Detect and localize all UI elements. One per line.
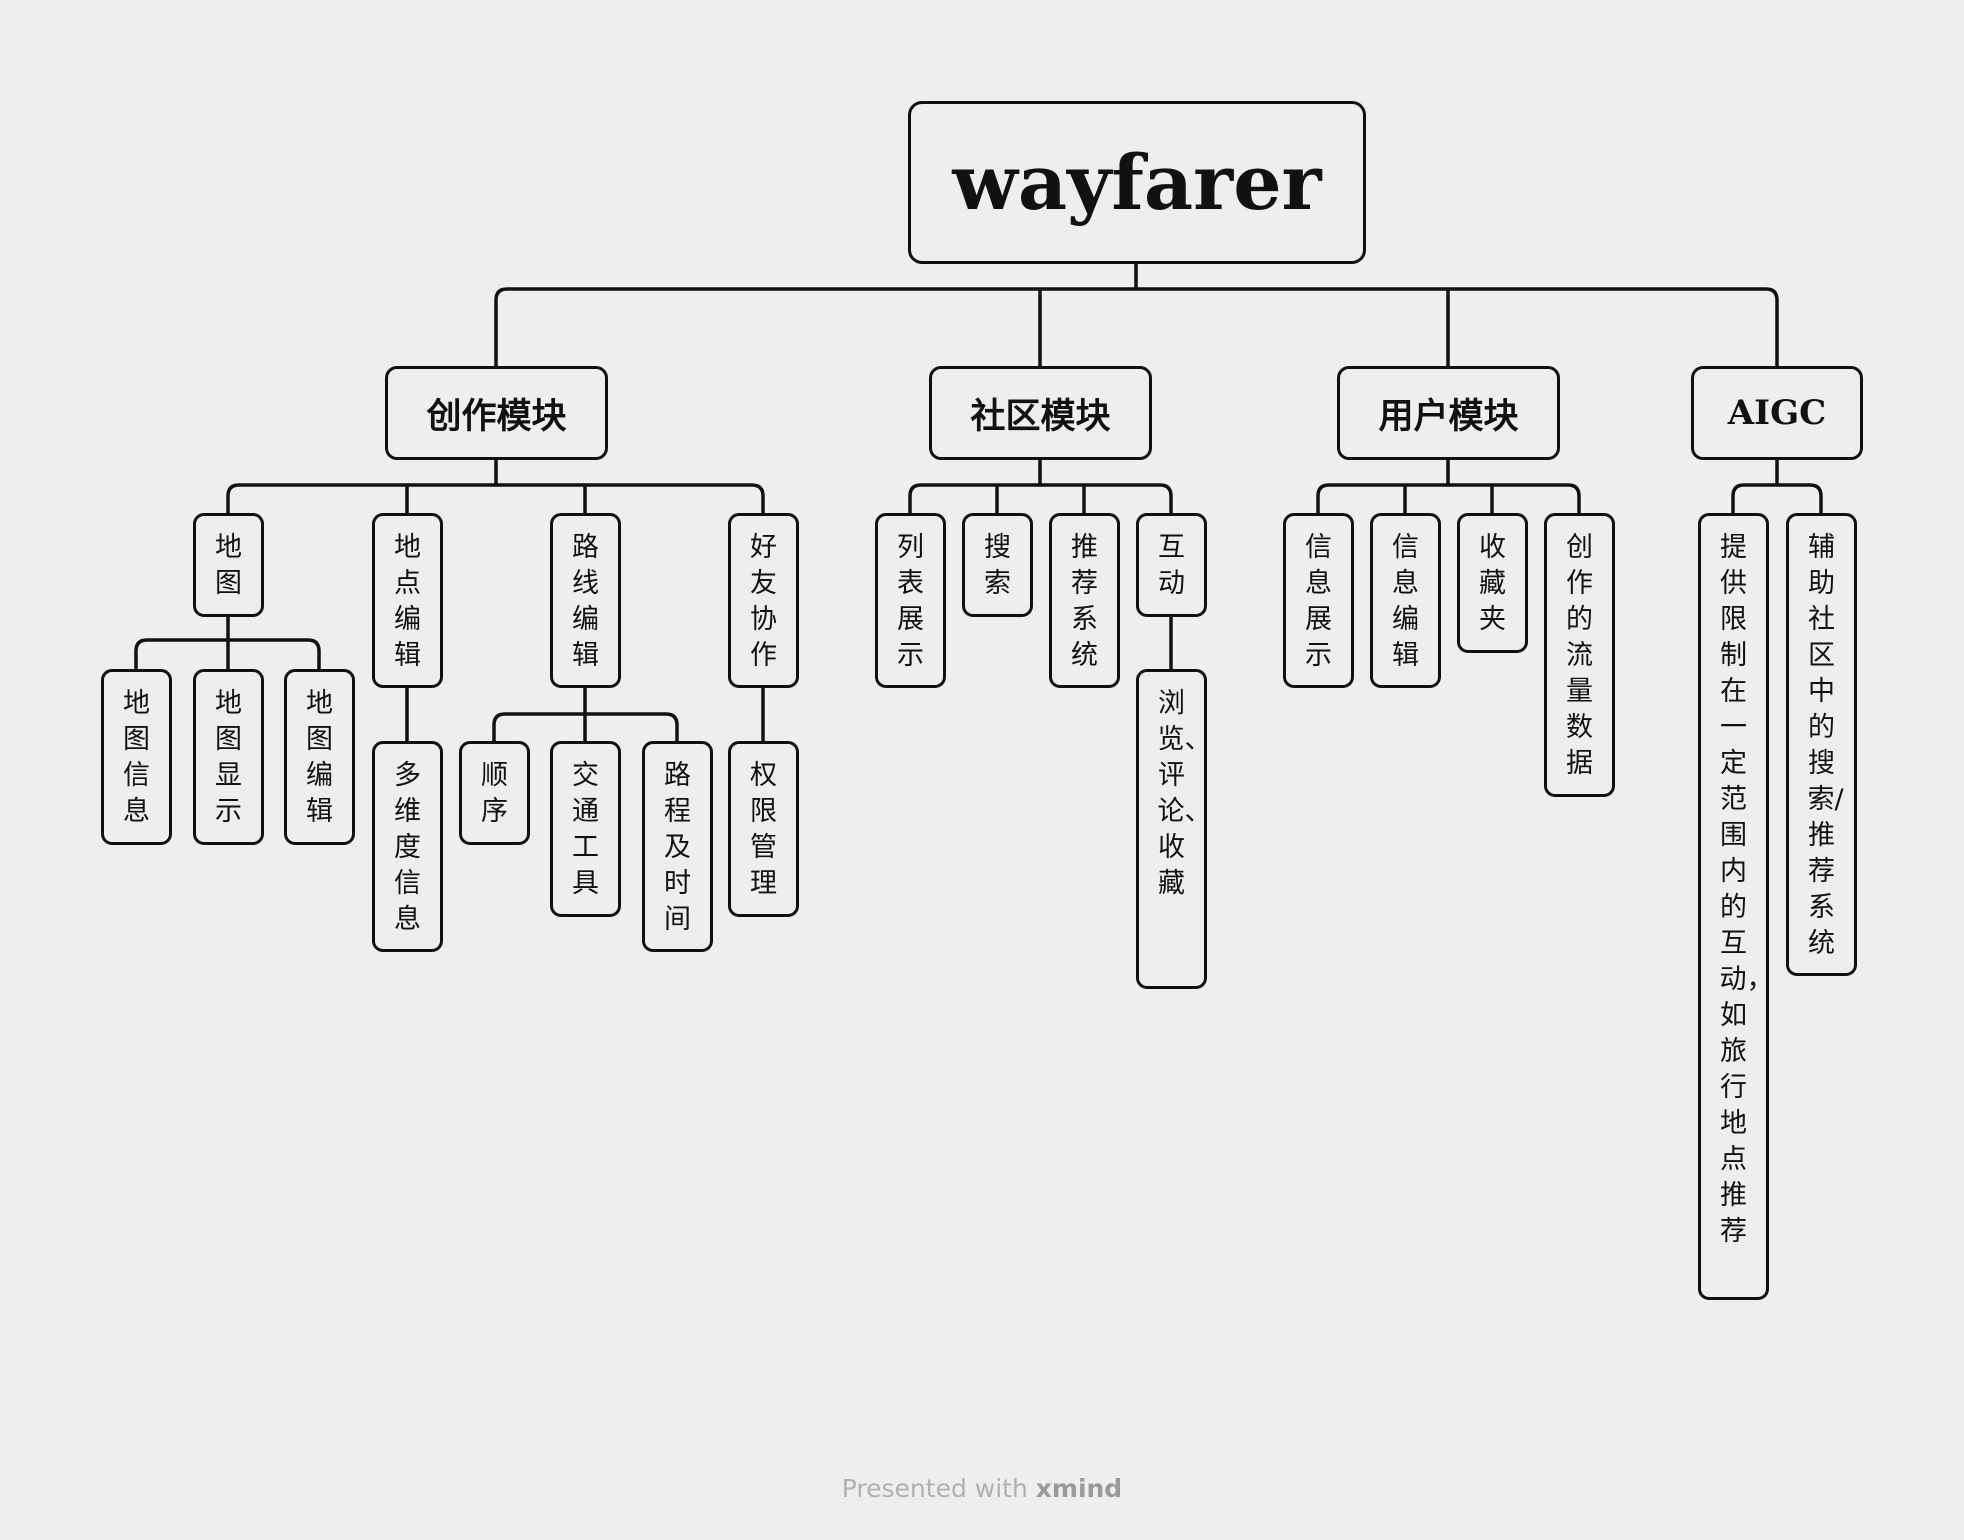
topic-recommend[interactable]: 推荐系统 [1049,513,1120,688]
topic-favorites-label: 收藏夹 [1479,532,1506,635]
topic-traffic-data[interactable]: 创作的流量数据 [1544,513,1615,797]
topic-permission[interactable]: 权限管理 [728,741,799,917]
topic-limited-interact[interactable]: 提供限制在一定范围内的互动，如旅行地点推荐 [1698,513,1774,1300]
branch-user[interactable]: 用户模块 [1337,366,1560,460]
topic-transport[interactable]: 交通工具 [550,741,621,917]
topic-search[interactable]: 搜索 [962,513,1033,617]
root-node[interactable]: wayfarer [908,101,1366,264]
topic-transport-label: 交通工具 [572,760,599,899]
topic-map-label: 地图 [215,532,242,599]
topic-place-edit-label: 地点编辑 [394,532,421,671]
topic-traffic-data-label: 创作的流量数据 [1566,532,1593,779]
topic-order-label: 顺序 [481,760,508,827]
topic-map-info-label: 地图信息 [123,688,150,827]
topic-info-display[interactable]: 信息展示 [1283,513,1354,688]
topic-map-display-label: 地图显示 [215,688,242,827]
topic-multi-dim-info[interactable]: 多维度信息 [372,741,443,952]
topic-map-edit-label: 地图编辑 [306,688,333,827]
xmind-logo-text: xmind [1035,1474,1123,1503]
topic-list-display[interactable]: 列表展示 [875,513,946,688]
topic-multi-dim-info-label: 多维度信息 [394,760,421,935]
topic-interact-detail-label: 浏览、评论、收藏 [1157,688,1212,899]
branch-create[interactable]: 创作模块 [385,366,608,460]
topic-place-edit[interactable]: 地点编辑 [372,513,443,688]
branch-create-label: 创作模块 [426,396,567,437]
topic-distance-time[interactable]: 路程及时间 [642,741,713,952]
topic-favorites[interactable]: 收藏夹 [1457,513,1528,653]
branch-aigc[interactable]: AIGC [1691,366,1863,460]
topic-info-display-label: 信息展示 [1305,532,1332,671]
topic-route-edit[interactable]: 路线编辑 [550,513,621,688]
topic-distance-time-label: 路程及时间 [664,760,691,935]
topic-assist-search-label: 辅助社区中的搜索/推荐系统 [1807,532,1844,959]
topic-recommend-label: 推荐系统 [1071,532,1098,671]
footer-prefix: Presented with [841,1474,1028,1503]
branch-aigc-label: AIGC [1727,393,1827,433]
topic-interact-label: 互动 [1158,532,1185,599]
branch-community[interactable]: 社区模块 [929,366,1152,460]
topic-map-edit[interactable]: 地图编辑 [284,669,355,845]
topic-interact-detail[interactable]: 浏览、评论、收藏 [1136,669,1212,989]
topic-permission-label: 权限管理 [750,760,777,899]
topic-map-info[interactable]: 地图信息 [101,669,172,845]
topic-list-display-label: 列表展示 [897,532,924,671]
topic-assist-search[interactable]: 辅助社区中的搜索/推荐系统 [1786,513,1857,976]
topic-interact[interactable]: 互动 [1136,513,1207,617]
presented-with-footer: Presented with xmind [0,1474,1964,1503]
topic-map[interactable]: 地图 [193,513,264,617]
topic-friend-collab[interactable]: 好友协作 [728,513,799,688]
topic-info-edit-label: 信息编辑 [1392,532,1419,671]
branch-user-label: 用户模块 [1378,396,1519,437]
topic-info-edit[interactable]: 信息编辑 [1370,513,1441,688]
root-label: wayfarer [952,138,1322,227]
topic-limited-interact-label: 提供限制在一定范围内的互动，如旅行地点推荐 [1719,532,1774,1247]
topic-order[interactable]: 顺序 [459,741,530,845]
topic-search-label: 搜索 [984,532,1011,599]
topic-map-display[interactable]: 地图显示 [193,669,264,845]
topic-friend-collab-label: 好友协作 [750,532,777,671]
topic-route-edit-label: 路线编辑 [572,532,599,671]
branch-community-label: 社区模块 [970,396,1111,437]
